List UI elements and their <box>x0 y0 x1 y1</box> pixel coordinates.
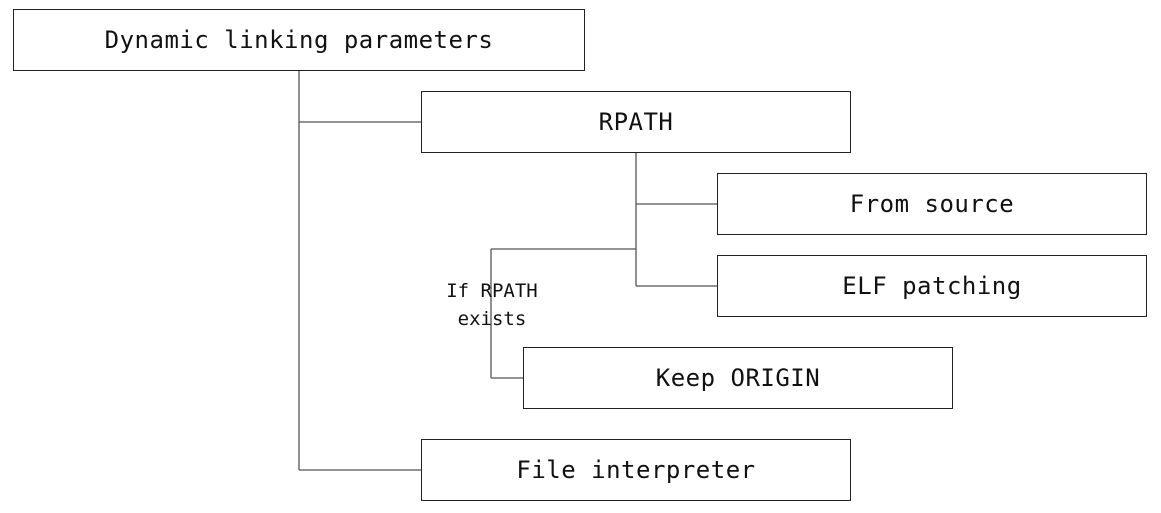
node-label: RPATH <box>598 108 674 136</box>
node-from-source: From source <box>717 173 1147 235</box>
node-file-interpreter: File interpreter <box>421 439 851 501</box>
node-dynamic-linking-parameters: Dynamic linking parameters <box>13 9 585 71</box>
node-keep-origin: Keep ORIGIN <box>523 347 953 409</box>
node-label: ELF patching <box>842 272 1022 300</box>
node-label: Keep ORIGIN <box>655 364 821 392</box>
edge-label-line-2: exists <box>457 308 527 330</box>
edge-label-if-rpath-exists: If RPATH exists <box>425 277 559 333</box>
node-rpath: RPATH <box>421 91 851 153</box>
edge-label-line-1: If RPATH <box>446 280 538 302</box>
node-label: From source <box>849 190 1015 218</box>
node-label: File interpreter <box>516 456 756 484</box>
node-elf-patching: ELF patching <box>717 255 1147 317</box>
node-label: Dynamic linking parameters <box>104 26 494 54</box>
